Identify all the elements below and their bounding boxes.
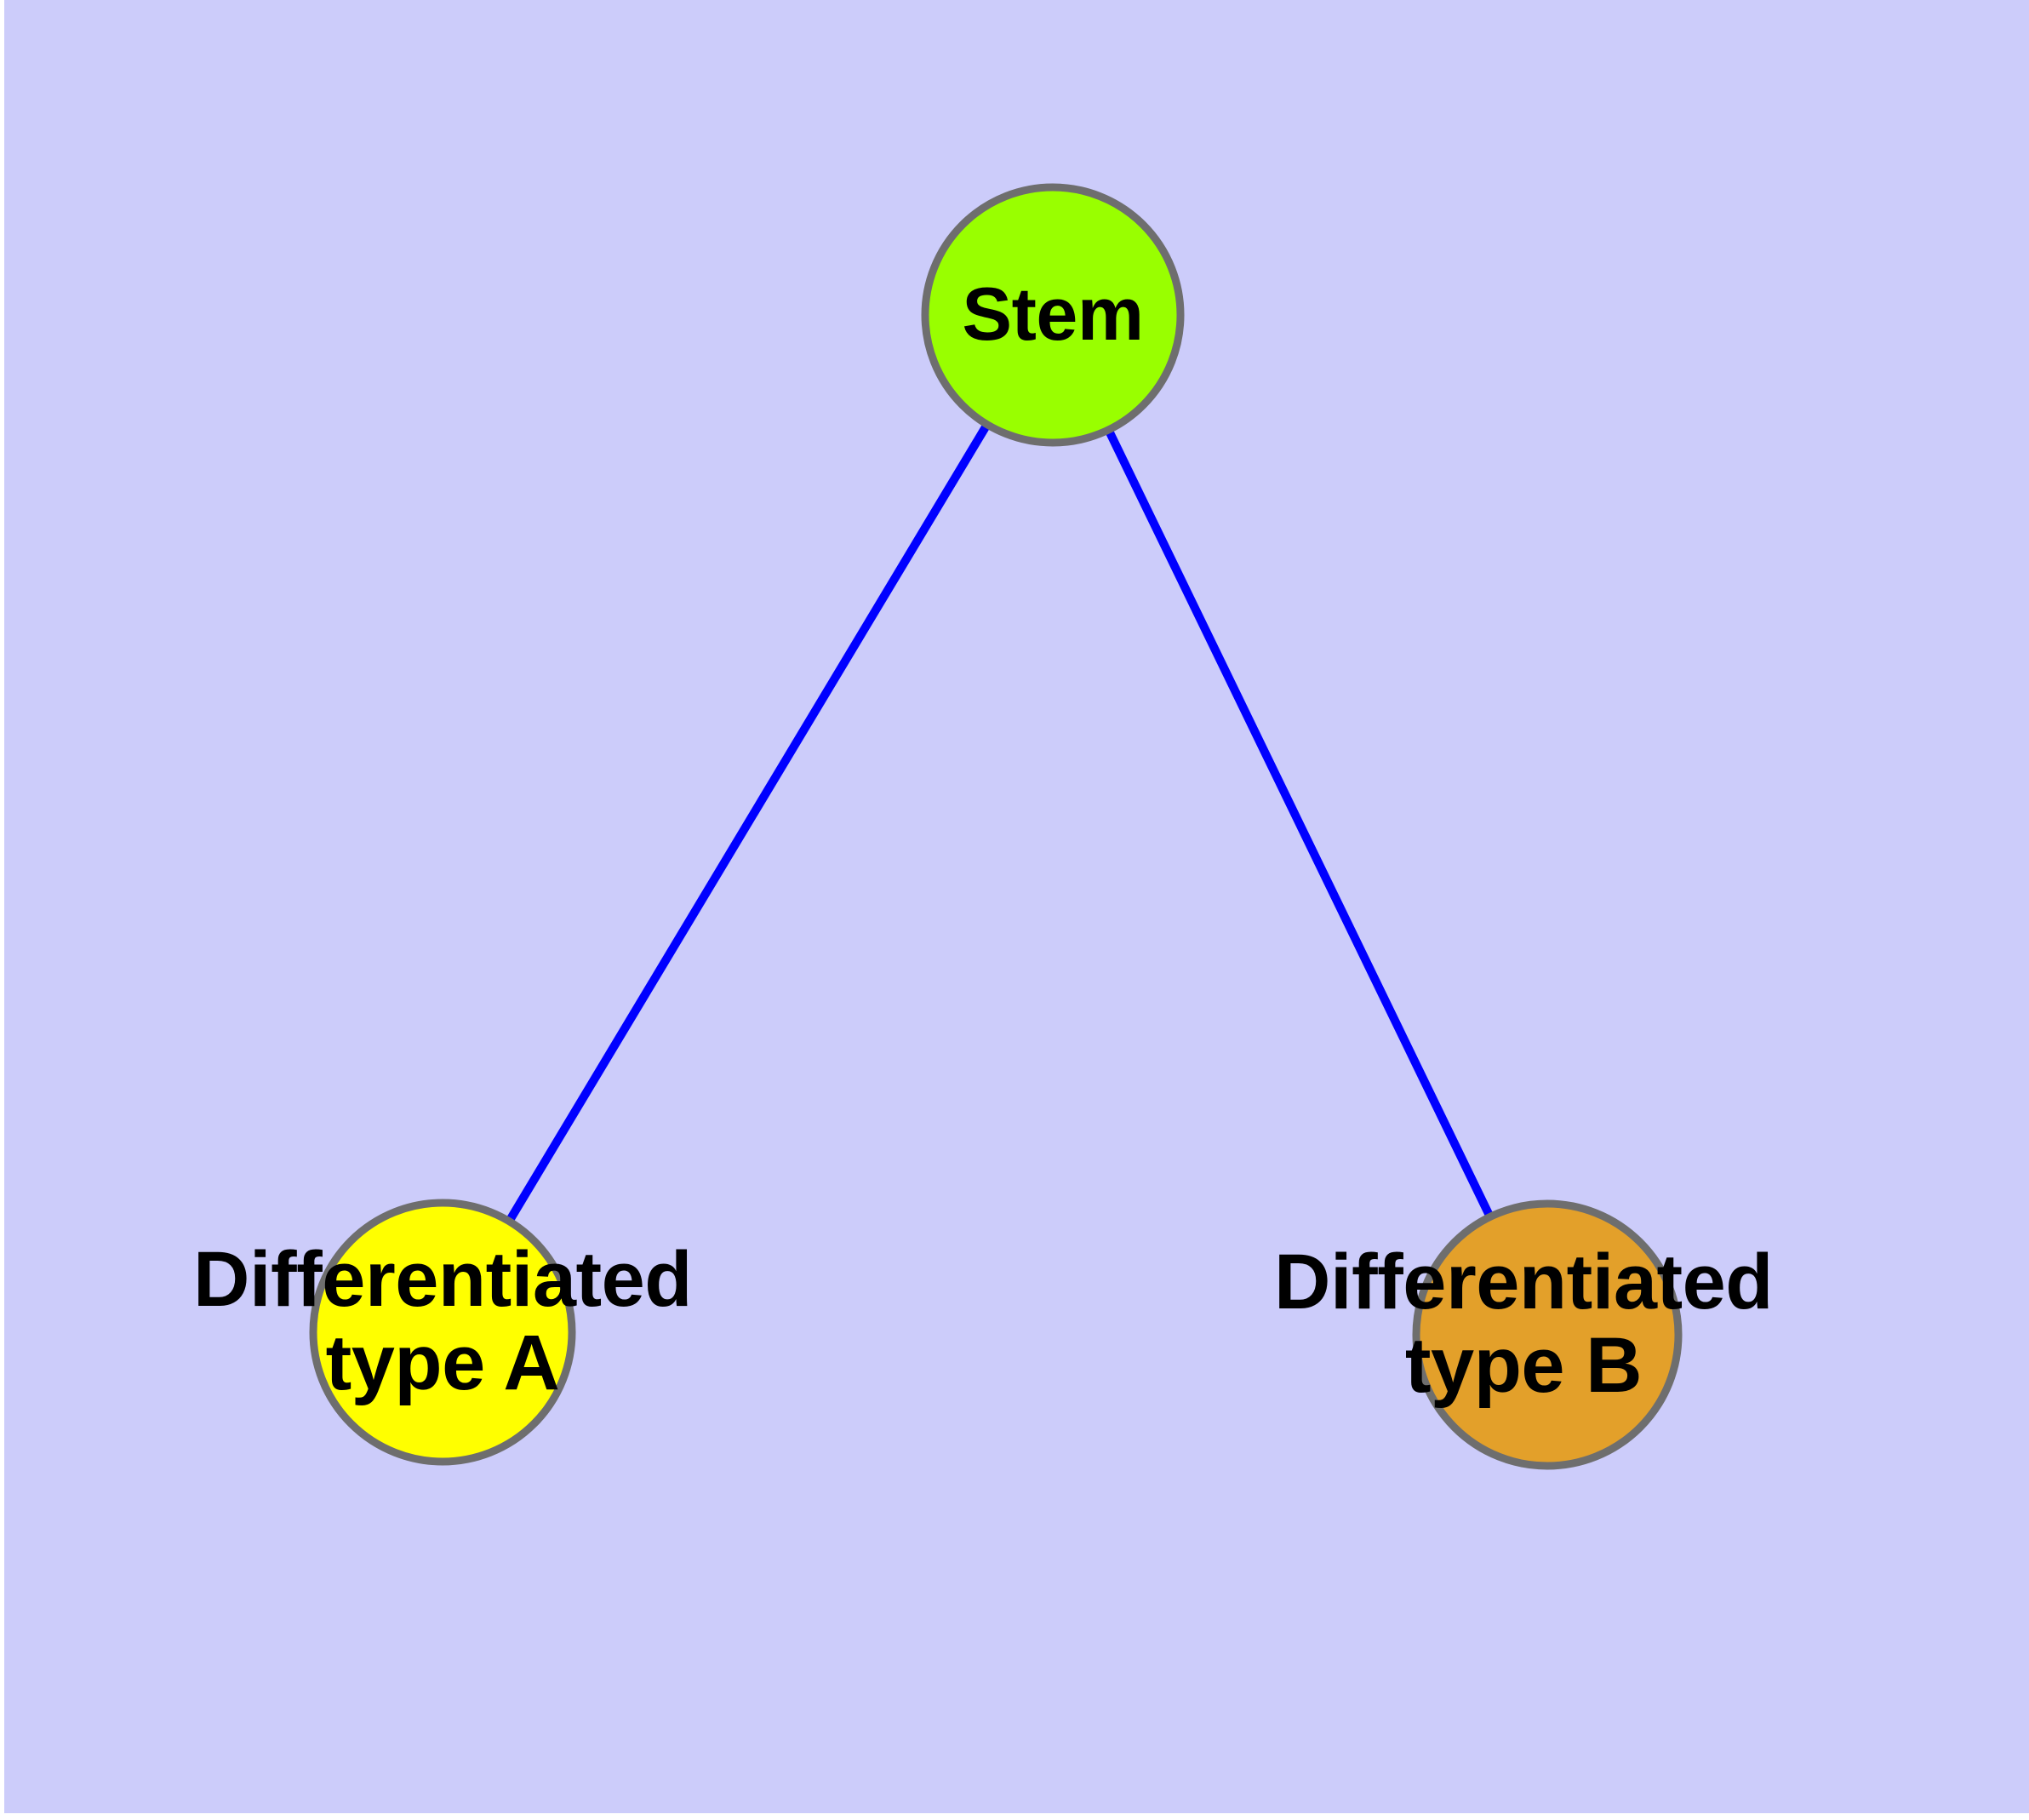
- node-layer: [309, 183, 1683, 1470]
- edge-layer: [505, 422, 1495, 1224]
- node-differentiated-type-a[interactable]: [309, 1199, 576, 1466]
- node-stem[interactable]: [921, 183, 1185, 447]
- edge-stem-to-diff-b: [1104, 427, 1495, 1219]
- edge-stem-to-diff-a: [505, 422, 992, 1224]
- node-differentiated-type-b[interactable]: [1412, 1199, 1683, 1470]
